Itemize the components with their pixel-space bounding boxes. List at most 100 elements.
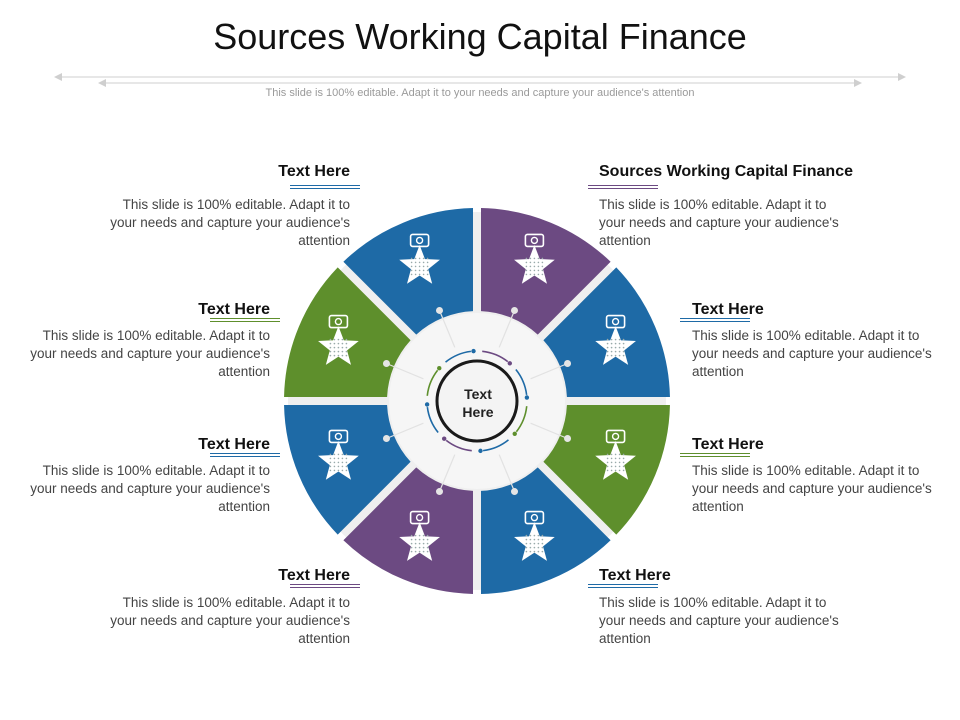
- star-texture-dot: [410, 550, 413, 553]
- star-texture-dot: [606, 350, 609, 353]
- cycle-arrow: [515, 406, 528, 433]
- star-texture-dot: [537, 546, 540, 549]
- star-texture-dot: [426, 546, 429, 549]
- house-icon: [399, 510, 440, 561]
- item-desc-upper-right: This slide is 100% editable. Adapt it to…: [692, 328, 932, 379]
- star-texture-dot: [541, 273, 544, 276]
- cycle-arrowhead: [478, 448, 483, 454]
- star-texture-dot: [606, 346, 609, 349]
- star-texture-dot: [541, 265, 544, 268]
- star-texture-dot: [329, 342, 332, 345]
- cycle-arrow: [426, 406, 439, 433]
- star-texture-dot: [533, 261, 536, 264]
- star-texture-dot: [537, 542, 540, 545]
- cycle-arrowhead: [471, 348, 476, 354]
- star-texture-dot: [606, 461, 609, 464]
- star-texture-dot: [414, 257, 417, 260]
- dollar-coin-hand-icon: [595, 314, 636, 365]
- star-texture-dot: [426, 265, 429, 268]
- star-texture-dot: [541, 542, 544, 545]
- star-texture-dot: [525, 534, 528, 537]
- star-texture-dot: [525, 257, 528, 260]
- star-texture-dot: [333, 342, 336, 345]
- item-heading-bottom-left: Text Here: [278, 567, 350, 584]
- cycle-arrowhead: [441, 436, 447, 441]
- star-texture-dot: [537, 269, 540, 272]
- heading-underline: [588, 584, 658, 589]
- star-texture-dot: [622, 465, 625, 468]
- item-heading-lower-right: Text Here: [692, 436, 764, 453]
- star-texture-dot: [410, 257, 413, 260]
- star-texture-dot: [614, 350, 617, 353]
- star-texture-dot: [341, 354, 344, 357]
- connector-line: [386, 422, 424, 440]
- star-texture-dot: [606, 453, 609, 456]
- star-texture-dot: [345, 453, 348, 456]
- item-heading-bottom-right: Text Here: [599, 567, 671, 584]
- star-texture-dot: [414, 546, 417, 549]
- star-texture-dot: [422, 550, 425, 553]
- star-texture-dot: [418, 546, 421, 549]
- star-texture-dot: [618, 457, 621, 460]
- star-texture-dot: [422, 538, 425, 541]
- star-texture-dot: [606, 469, 609, 472]
- icon-glyph: [415, 513, 424, 522]
- star-texture-dot: [533, 265, 536, 268]
- connector-line: [530, 422, 568, 440]
- star-texture-dot: [529, 534, 532, 537]
- star-texture-dot: [610, 465, 613, 468]
- dollar-growth-chart-icon: [514, 233, 555, 284]
- star-texture-dot: [410, 261, 413, 264]
- star-texture-dot: [333, 469, 336, 472]
- star-texture-dot: [541, 257, 544, 260]
- hand-money-bag-icon: [399, 233, 440, 284]
- item-heading-top-right: Sources Working Capital Finance: [599, 163, 853, 180]
- star-texture-dot: [618, 350, 621, 353]
- star-texture-dot: [345, 338, 348, 341]
- star-texture-dot: [410, 542, 413, 545]
- star-texture-dot: [533, 534, 536, 537]
- star-texture-dot: [537, 550, 540, 553]
- star-texture-dot: [341, 453, 344, 456]
- star-texture-dot: [525, 273, 528, 276]
- star-texture-dot: [329, 338, 332, 341]
- star-texture-dot: [418, 534, 421, 537]
- star-texture-dot: [329, 453, 332, 456]
- star-texture-dot: [525, 265, 528, 268]
- star-texture-dot: [533, 257, 536, 260]
- star-texture-dot: [614, 465, 617, 468]
- star-texture-dot: [337, 350, 340, 353]
- star-texture-dot: [614, 469, 617, 472]
- star-texture-dot: [426, 273, 429, 276]
- star-texture-dot: [345, 465, 348, 468]
- wheel-segment: [480, 467, 611, 594]
- star-texture-dot: [414, 273, 417, 276]
- star-texture-dot: [422, 546, 425, 549]
- star-texture-dot: [537, 273, 540, 276]
- star-texture-dot: [610, 453, 613, 456]
- star-texture-dot: [610, 350, 613, 353]
- item-heading-upper-right: Text Here: [692, 301, 764, 318]
- star-texture-dot: [622, 354, 625, 357]
- star-texture-dot: [410, 546, 413, 549]
- star-texture-dot: [618, 354, 621, 357]
- connector-dot: [382, 359, 390, 367]
- star-texture-dot: [418, 542, 421, 545]
- star-texture-dot: [610, 457, 613, 460]
- item-heading-upper-left: Text Here: [198, 301, 270, 318]
- item-desc-lower-right: This slide is 100% editable. Adapt it to…: [692, 463, 932, 514]
- cycle-arrow: [515, 369, 528, 396]
- star-texture-dot: [426, 261, 429, 264]
- star-texture-dot: [345, 354, 348, 357]
- star-texture-dot: [606, 354, 609, 357]
- cycle-arrow: [445, 439, 472, 452]
- icon-glyph: [611, 317, 620, 326]
- star-texture-dot: [529, 542, 532, 545]
- item-desc-lower-left: This slide is 100% editable. Adapt it to…: [30, 463, 270, 514]
- star-texture-dot: [622, 342, 625, 345]
- cycle-arrow: [482, 350, 509, 363]
- star-texture-dot: [537, 534, 540, 537]
- star-texture-dot: [533, 546, 536, 549]
- star-texture-dot: [537, 257, 540, 260]
